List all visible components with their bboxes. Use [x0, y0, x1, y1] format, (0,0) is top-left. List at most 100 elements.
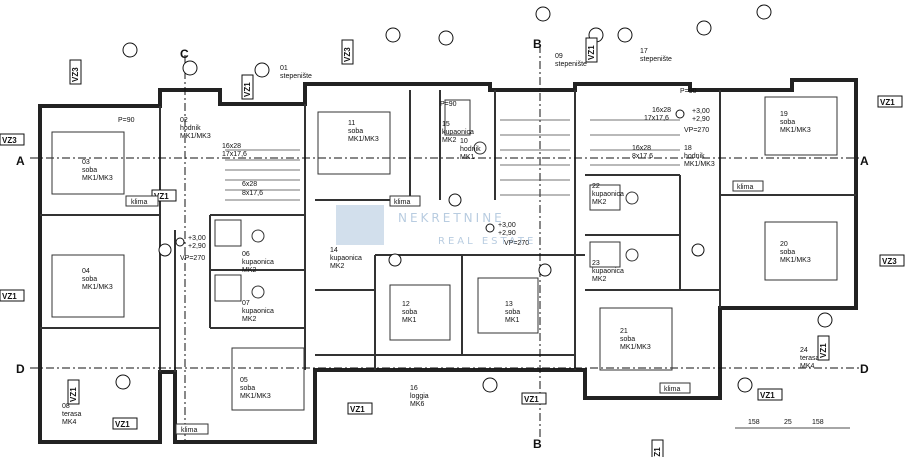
stair-label: 16x28 [652, 107, 671, 114]
stair-label: 8x17,6 [242, 190, 263, 197]
toilet [473, 141, 487, 155]
shower-tray [214, 274, 242, 302]
bed [764, 221, 838, 281]
stair-label: 16x28 [222, 143, 241, 150]
level-upper: +3,00 [188, 235, 206, 242]
wall-tag: VZ3 [341, 39, 354, 65]
wall-tag: VZ1 [0, 289, 25, 302]
level-mark [675, 109, 685, 119]
section-marker-a-left: A [16, 154, 25, 168]
climate-label: klima [664, 386, 680, 393]
stair-label: 6x28 [242, 181, 257, 188]
svg-text:VZ1: VZ1 [115, 420, 130, 429]
climate-label: klima [737, 184, 753, 191]
beds [51, 96, 838, 411]
wall-tag: VZ1 [877, 95, 903, 108]
dim-right: 158 [812, 419, 824, 426]
shower-tray [214, 219, 242, 247]
level-upper: +3,00 [498, 222, 516, 229]
climate-label: klima [394, 199, 410, 206]
wall-tag: VZ1 [585, 37, 598, 63]
stair-treads [225, 119, 680, 201]
wall-tag: VZ1 [67, 379, 80, 405]
toilet [251, 229, 265, 243]
bed [231, 347, 305, 411]
outer-walls [38, 78, 858, 444]
wall-tag: VZ1 [817, 335, 830, 361]
section-marker-a-right: A [860, 154, 869, 168]
bed [51, 254, 125, 318]
svg-text:VZ3: VZ3 [882, 257, 897, 266]
level-lower: +2,90 [692, 116, 710, 123]
watermark-line1: NEKRETNINE [398, 211, 505, 225]
bottom-dimensions: 158 25 158 [735, 419, 850, 429]
dimension-bubbles [115, 4, 833, 393]
cut-marker-b-top: B [533, 37, 542, 51]
stair-labels: 16x28 17x17,6 6x28 8x17,6 16x28 17x17,6 … [222, 107, 671, 197]
wall-tag: VZ3 [0, 133, 25, 146]
svg-text:VZ1: VZ1 [2, 292, 17, 301]
svg-text:VZ3: VZ3 [343, 47, 352, 62]
bathroom-fixtures [214, 99, 639, 302]
level-vp: VP=270 [504, 240, 529, 247]
level-lower: +2,90 [498, 230, 516, 237]
bed [389, 284, 451, 341]
level-upper: +3,00 [692, 108, 710, 115]
stair-label: 16x28 [632, 145, 651, 152]
wall-tag: VZ3 [69, 59, 82, 85]
bed [51, 131, 125, 195]
stair-label: 17x17,6 [222, 151, 247, 158]
svg-text:VZ1: VZ1 [760, 391, 775, 400]
svg-text:VZ3: VZ3 [2, 136, 17, 145]
svg-text:VZ1: VZ1 [524, 395, 539, 404]
wall-tag: VZ1 [112, 417, 138, 430]
svg-text:VZ1: VZ1 [69, 387, 78, 402]
section-markers: A A D D C B B [16, 37, 869, 451]
shower-tray [444, 99, 471, 136]
svg-text:VZ1: VZ1 [350, 405, 365, 414]
section-marker-d-left: D [16, 362, 25, 376]
toilet [625, 191, 639, 205]
section-lines [30, 45, 860, 440]
climate-label: klima [181, 427, 197, 434]
wall-tag: VZ1 [347, 402, 373, 415]
parapet-height: P=90 [680, 88, 697, 95]
level-markers: +3,00 +2,90 VP=270 +3,00 +2,90 VP=270 +3… [118, 88, 710, 262]
svg-text:VZ1: VZ1 [880, 98, 895, 107]
svg-text:VZ1: VZ1 [154, 192, 169, 201]
level-lower: +2,90 [188, 243, 206, 250]
watermark-line2: REAL ESTATE [438, 236, 536, 247]
cut-marker-b-bottom: B [533, 437, 542, 451]
toilet [251, 285, 265, 299]
svg-text:VZ1: VZ1 [587, 45, 596, 60]
shower-tray [589, 184, 621, 211]
section-marker-d-right: D [860, 362, 869, 376]
svg-text:VZ1: VZ1 [243, 82, 252, 97]
parapet-height: P=90 [118, 117, 135, 124]
level-vp: VP=270 [684, 127, 709, 134]
toilet [625, 248, 639, 262]
shower-tray [589, 241, 621, 268]
level-vp: VP=270 [180, 255, 205, 262]
bed [317, 111, 391, 175]
level-mark [175, 237, 185, 247]
cut-marker-c: C [180, 47, 189, 61]
